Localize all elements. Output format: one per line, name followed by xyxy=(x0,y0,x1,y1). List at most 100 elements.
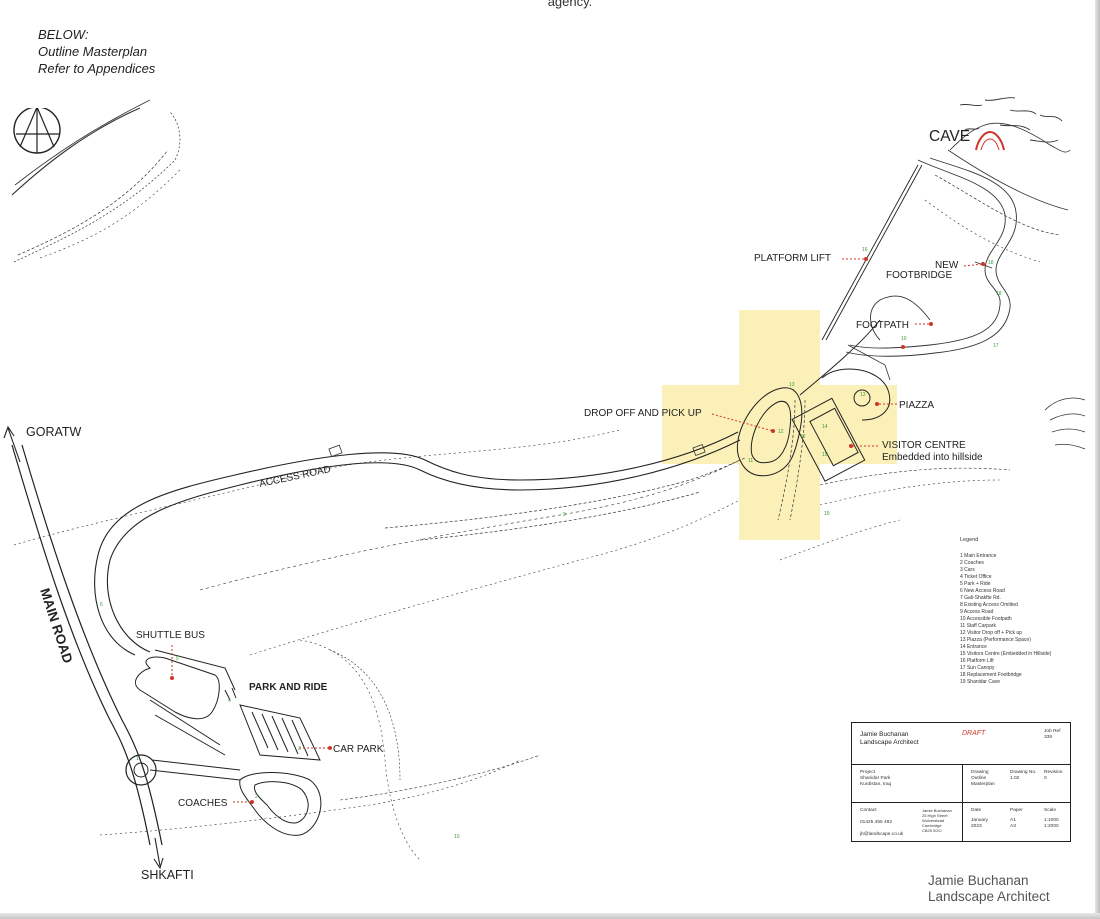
svg-text:3: 3 xyxy=(298,746,301,752)
drawing-number: Drawing No. 1.02 xyxy=(1010,770,1036,782)
svg-text:2: 2 xyxy=(255,794,258,800)
viewer-scrollbar-edge xyxy=(1095,0,1100,919)
marker-dot xyxy=(771,429,775,433)
legend-item: 17 Sun Canopy xyxy=(960,665,995,671)
new-footbridge-label: NEW xyxy=(935,260,959,271)
park-and-ride-area xyxy=(135,649,322,836)
contact-label: Contact xyxy=(860,808,877,813)
legend-item: 15 Visitors Centre (Embedded in Hillside… xyxy=(960,651,1052,657)
svg-text:15: 15 xyxy=(822,452,828,458)
marker-dot xyxy=(929,322,933,326)
svg-text:10: 10 xyxy=(901,336,907,342)
legend-item: 11 Staff Carpark xyxy=(960,623,996,629)
small-structure xyxy=(328,444,706,457)
feature-numbers: 16 18 18 17 10 13 13 12 11 15 14 12 19 9… xyxy=(100,247,1002,840)
contact-email: jb@landscape.co.uk xyxy=(860,832,904,837)
address-line: Jamie Buchanan xyxy=(922,808,952,813)
scale-label: Scale xyxy=(1044,808,1056,813)
car-park-label: CAR PARK xyxy=(333,744,384,755)
legend-item: 9 Access Road xyxy=(960,609,994,615)
svg-text:4: 4 xyxy=(228,698,231,704)
svg-text:6: 6 xyxy=(100,602,103,608)
new-footbridge-label: FOOTBRIDGE xyxy=(886,270,952,281)
legend-item: 1 Main Entrance xyxy=(960,553,997,559)
drawing-info: Drawing Outline Masterplan xyxy=(971,770,995,788)
paper-value: A1 xyxy=(1010,818,1016,823)
legend-item: 2 Coaches xyxy=(960,560,984,566)
draft-stamp: DRAFT xyxy=(962,730,986,737)
park-and-ride-label: PARK AND RIDE xyxy=(249,682,328,693)
access-road-label: ACCESS ROAD xyxy=(258,464,331,490)
svg-text:17: 17 xyxy=(993,343,999,349)
drawing-number-label: Drawing No. xyxy=(1010,770,1037,775)
title-block-row: Project Shanidar Park Kurdistan, Iraq Dr… xyxy=(852,764,1070,803)
title-block: Jamie Buchanan Landscape Architect DRAFT… xyxy=(851,722,1071,842)
project-info: Project Shanidar Park Kurdistan, Iraq xyxy=(860,770,891,788)
road-direction-arrows xyxy=(3,425,164,870)
signature-line: Jamie Buchanan xyxy=(928,873,1029,888)
legend-item: 8 Existing Access Omitted xyxy=(960,602,1018,608)
paper-info: Paper A1 A3 xyxy=(1010,808,1023,830)
svg-text:12: 12 xyxy=(778,429,784,435)
marker-leader xyxy=(711,413,774,432)
scale-value: 1:2000 xyxy=(1044,824,1059,829)
highlight-zone xyxy=(662,385,897,464)
visitor-centre-sublabel: Embedded into hillside xyxy=(882,452,983,463)
date-value: 2023 xyxy=(971,824,982,829)
address-line: CB25 5GO xyxy=(922,828,942,833)
date-label: Date xyxy=(971,808,982,813)
main-road xyxy=(11,444,163,846)
shkafti-label: SHKAFTI xyxy=(141,868,194,882)
marker-dot xyxy=(170,676,174,680)
drawing-title: Outline xyxy=(971,776,987,781)
drawing-label: Drawing xyxy=(971,770,989,775)
intro-line: Outline Masterplan xyxy=(38,44,148,59)
svg-text:10: 10 xyxy=(454,834,460,840)
legend-item: 3 Cars xyxy=(960,567,975,573)
revision-value: 0 xyxy=(1044,776,1047,781)
signature-line: Landscape Architect xyxy=(928,889,1050,904)
legend-item: 7 Gali-Shakfte Rd. xyxy=(960,595,1001,601)
marker-dot xyxy=(864,257,868,261)
marker-dot xyxy=(875,402,879,406)
paper-value: A3 xyxy=(1010,824,1016,829)
visitor-centre-label: VISITOR CENTRE xyxy=(882,440,966,451)
piazza-label: PIAZZA xyxy=(899,400,934,411)
legend-item: 10 Accessible Footpath xyxy=(960,616,1012,622)
access-road xyxy=(94,431,741,656)
marker-dot xyxy=(901,345,905,349)
intro-line: Refer to Appendices xyxy=(38,61,156,76)
coaches-label: COACHES xyxy=(178,798,228,809)
architect-name-line: Landscape Architect xyxy=(860,739,919,746)
paper-label: Paper xyxy=(1010,808,1023,813)
valley-path xyxy=(384,399,806,541)
drawing-number-value: 1.02 xyxy=(1010,776,1020,781)
architect-name: Jamie Buchanan Landscape Architect xyxy=(860,731,919,747)
legend-item: 16 Platform Lift xyxy=(960,658,994,664)
job-ref-value: 338 xyxy=(1044,735,1053,740)
svg-text:19: 19 xyxy=(824,511,830,517)
svg-text:5: 5 xyxy=(176,656,179,662)
marker-dot xyxy=(981,262,985,266)
project-location: Kurdistan, Iraq xyxy=(860,782,892,787)
drop-off-label: DROP OFF AND PICK UP xyxy=(584,408,702,419)
svg-text:9: 9 xyxy=(563,512,566,518)
platform-lift-line xyxy=(821,164,923,341)
marker-leader xyxy=(963,263,984,267)
job-ref: Job Ref 338 xyxy=(1044,729,1061,741)
contour-lines xyxy=(11,97,1086,861)
map-markers xyxy=(170,257,985,804)
svg-text:14: 14 xyxy=(822,424,828,430)
svg-text:11: 11 xyxy=(748,458,753,464)
marker-dot xyxy=(328,746,332,750)
architect-name-line: Jamie Buchanan xyxy=(860,731,909,738)
shuttle-bus-label: SHUTTLE BUS xyxy=(136,630,205,641)
project-label: Project xyxy=(860,770,875,775)
legend-item: 19 Shanidar Cave xyxy=(960,679,1001,685)
contact-info: Contact 01425 455 492 jb@landscape.co.uk xyxy=(860,808,903,838)
legend-item: 18 Replacement Footbridge xyxy=(960,672,1022,678)
legend-item: 14 Entrance xyxy=(960,644,987,650)
